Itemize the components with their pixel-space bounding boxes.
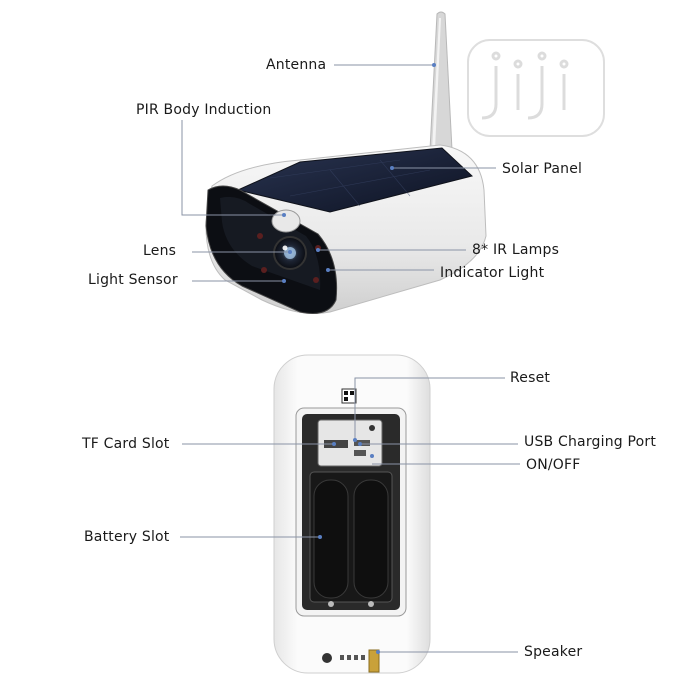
leader-dot-lens: [288, 250, 292, 254]
leader-dot-ir: [316, 248, 320, 252]
label-speaker: Speaker: [524, 644, 582, 660]
label-solar: Solar Panel: [502, 161, 582, 177]
leader-dot-battery: [318, 535, 322, 539]
leader-dot-pir: [282, 213, 286, 217]
leader-dot-indicator: [326, 268, 330, 272]
label-usb: USB Charging Port: [524, 434, 656, 450]
label-antenna: Antenna: [266, 57, 326, 73]
leader-dot-onoff: [370, 454, 374, 458]
leader-dot-tf: [332, 442, 336, 446]
label-lens: Lens: [143, 243, 176, 259]
leader-dot-light-sensor: [282, 279, 286, 283]
label-light-sensor: Light Sensor: [88, 272, 178, 288]
label-pir: PIR Body Induction: [136, 102, 271, 118]
label-onoff: ON/OFF: [526, 457, 581, 473]
leader-line-reset: [355, 378, 505, 440]
label-tf: TF Card Slot: [82, 436, 170, 452]
leader-dot-speaker: [376, 650, 380, 654]
label-ir: 8* IR Lamps: [472, 242, 559, 258]
label-battery: Battery Slot: [84, 529, 170, 545]
label-indicator: Indicator Light: [440, 265, 544, 281]
leader-dot-reset: [353, 438, 357, 442]
leader-dot-usb: [358, 442, 362, 446]
label-reset: Reset: [510, 370, 550, 386]
leader-line-pir: [182, 120, 284, 215]
leader-dot-solar: [390, 166, 394, 170]
leader-dot-antenna: [432, 63, 436, 67]
